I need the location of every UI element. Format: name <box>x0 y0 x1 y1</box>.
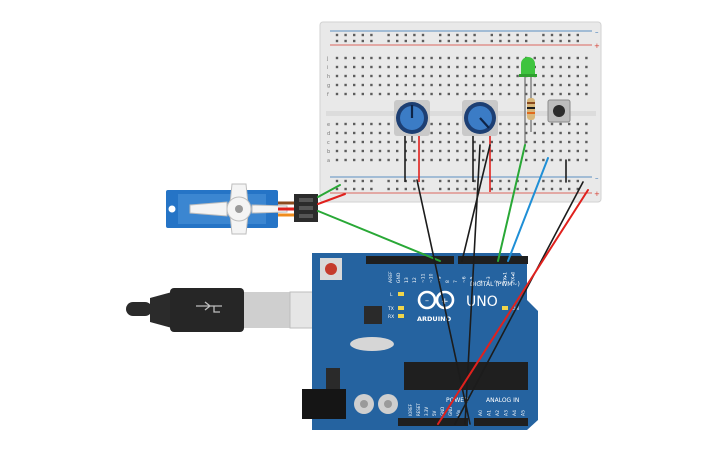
pin-label: 12 <box>412 277 418 283</box>
pin-label: GND <box>448 407 453 416</box>
pin-label: TX▸1 <box>502 272 508 284</box>
row-letter: f <box>327 92 329 98</box>
pin-label: 13 <box>404 277 410 283</box>
pin-label: A0 <box>478 410 484 416</box>
pin-label: GND <box>440 407 445 416</box>
row-letter: c <box>327 140 330 146</box>
wire-black <box>454 181 584 425</box>
dc-jack <box>302 389 346 419</box>
pin-label: 5V <box>432 410 437 416</box>
row-letter: i <box>327 65 328 71</box>
wire-blue <box>507 157 549 262</box>
pin-label: A1 <box>487 410 493 416</box>
breadboard-holes <box>335 33 588 191</box>
usb-chip <box>364 306 382 324</box>
rx-label: RX <box>388 314 394 320</box>
power-label: POWER <box>446 397 468 404</box>
rail-plus-label-bottom: + <box>594 190 600 198</box>
wire-green <box>317 184 341 198</box>
wire-red <box>317 193 346 205</box>
wire-black <box>461 144 491 262</box>
pin-label: Vin <box>456 409 461 416</box>
pin-label: 3.3V <box>424 407 429 416</box>
arduino-board[interactable]: – + UNO ARDUINO DIGITAL (PWM~) POWER ANA… <box>302 253 538 430</box>
pin-label: AREF <box>388 271 394 283</box>
servo-motor-icon[interactable] <box>166 183 288 235</box>
row-letter: j <box>326 56 328 62</box>
row-letter: a <box>327 158 330 164</box>
pin-label: ~3 <box>486 276 492 283</box>
pin-label: IOREF <box>408 403 413 416</box>
potentiometer-icon[interactable] <box>394 100 430 182</box>
pin-label: RX◂0 <box>511 272 517 283</box>
pin-label: ~6 <box>461 276 467 283</box>
svg-text:+: + <box>441 297 449 307</box>
servo-cable <box>278 194 318 222</box>
analog-header <box>474 418 528 426</box>
atmega-chip <box>404 362 528 390</box>
pin-label: A5 <box>521 410 527 416</box>
pin-label: 7 <box>453 280 459 283</box>
board-model: UNO <box>466 294 498 310</box>
wire-red <box>437 189 589 425</box>
pushbutton-icon[interactable] <box>547 99 571 123</box>
rail-minus-label: – <box>595 28 599 36</box>
rail-plus-label: + <box>594 42 600 50</box>
digital-label: DIGITAL (PWM~) <box>470 281 520 288</box>
wire-green <box>317 210 441 262</box>
pin-label: ~11 <box>420 273 426 283</box>
pin-label: 4 <box>478 280 484 283</box>
brand-text: ARDUINO <box>417 315 452 323</box>
power-header <box>398 418 468 426</box>
pin-label: 2 <box>494 280 500 283</box>
wire-black <box>416 179 471 425</box>
resistor-icon[interactable] <box>527 92 535 132</box>
row-letter: h <box>327 74 330 80</box>
wires <box>317 144 589 425</box>
pin-label: GND <box>396 272 402 283</box>
digital-header-2 <box>458 256 528 264</box>
tx-label: TX <box>387 306 394 312</box>
pin-label: A2 <box>495 410 501 416</box>
row-letter: e <box>327 122 330 128</box>
row-letter: d <box>327 131 330 137</box>
l-label: L <box>390 292 393 298</box>
pin-label: A4 <box>512 410 518 416</box>
rail-minus-label-bottom: – <box>595 174 599 182</box>
svg-text:–: – <box>425 296 429 305</box>
pin-label: A3 <box>504 410 510 416</box>
usb-cable-icon <box>126 288 321 332</box>
pin-label: ~10 <box>429 273 435 283</box>
led-icon[interactable] <box>519 57 537 145</box>
digital-header-1 <box>366 256 454 264</box>
row-letter: g <box>327 83 330 89</box>
pin-label: 8 <box>445 280 451 283</box>
pin-label: ~9 <box>437 276 443 283</box>
row-letter: b <box>327 149 330 155</box>
analog-label: ANALOG IN <box>486 397 519 404</box>
crystal <box>350 337 394 351</box>
wire-green <box>497 144 526 262</box>
pin-label: RESET <box>416 403 421 416</box>
